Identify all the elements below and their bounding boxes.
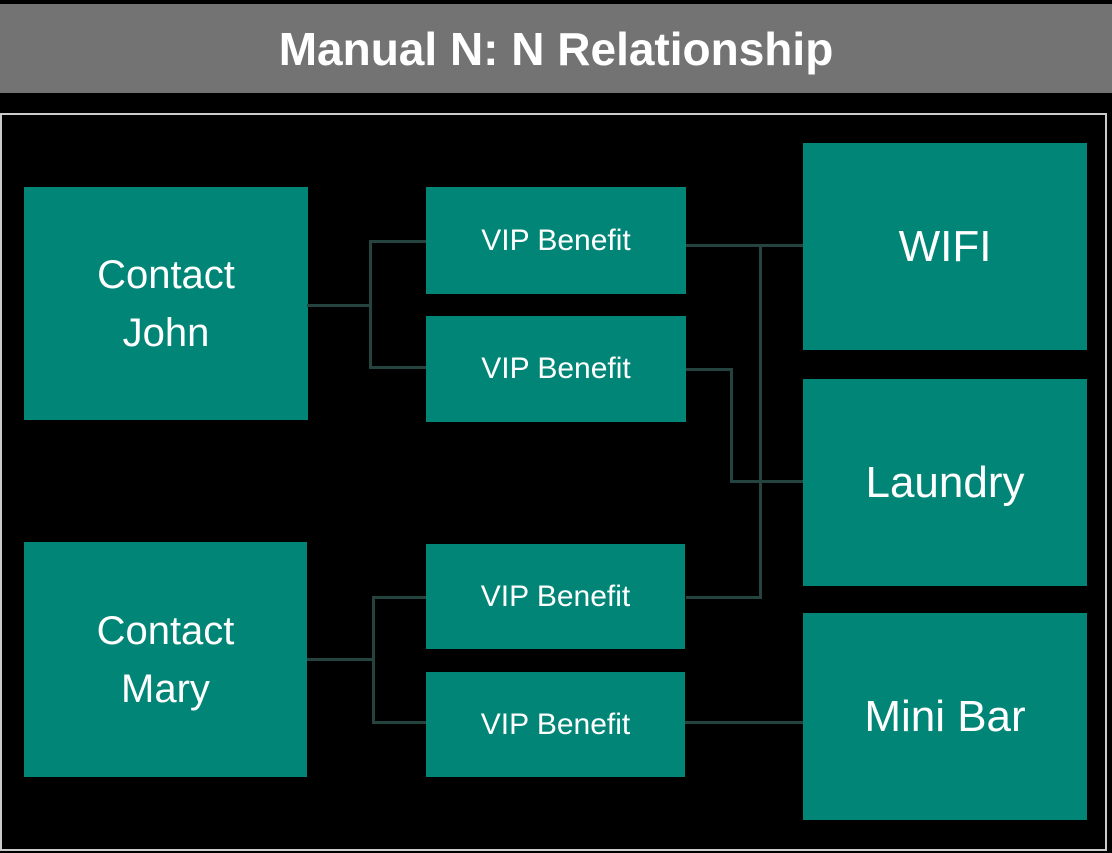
connector-into-laundry — [730, 480, 803, 483]
connector-mary-to-vip4 — [372, 721, 426, 724]
slide-title: Manual N: N Relationship — [278, 22, 834, 75]
connector-john-to-vip2 — [369, 366, 426, 369]
node-vip-benefit-3: VIP Benefit — [426, 544, 685, 649]
connector-vip2-out — [686, 368, 733, 371]
connector-right-vertical — [759, 244, 762, 599]
title-bar: Manual N: N Relationship — [0, 4, 1112, 93]
node-wifi: WIFI — [803, 143, 1087, 350]
connector-vip1-to-wifi — [686, 244, 803, 247]
connector-mary-branch-vertical — [372, 596, 375, 724]
connector-john-branch-vertical — [369, 240, 372, 369]
node-vip-benefit-1: VIP Benefit — [426, 187, 686, 294]
diagram-frame — [0, 113, 1107, 851]
node-laundry: Laundry — [803, 379, 1087, 586]
connector-john-to-vip1 — [369, 240, 426, 243]
connector-vip2-vertical — [730, 368, 733, 483]
connector-mary-to-vip3 — [372, 596, 426, 599]
connector-vip3-out — [686, 596, 762, 599]
node-contact-john: Contact John — [24, 187, 308, 420]
node-vip-benefit-2: VIP Benefit — [426, 316, 686, 422]
connector-mary-stem — [307, 658, 374, 661]
node-mini-bar: Mini Bar — [803, 613, 1087, 820]
connector-john-stem — [307, 304, 372, 307]
node-vip-benefit-4: VIP Benefit — [426, 672, 685, 777]
node-contact-mary: Contact Mary — [24, 542, 307, 777]
connector-vip4-to-minibar — [685, 721, 803, 724]
